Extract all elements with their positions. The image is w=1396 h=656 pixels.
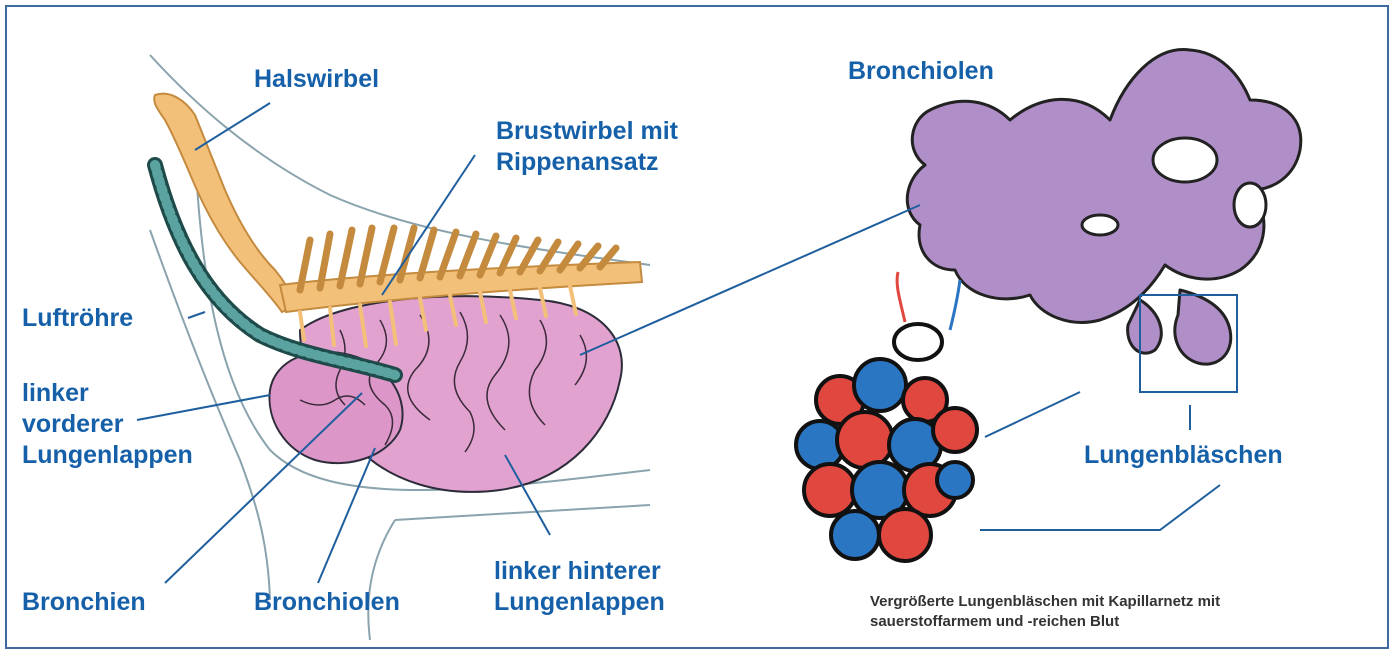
label-brustwirbel: Brustwirbel mit Rippenansatz (496, 116, 678, 178)
label-bronchien: Bronchien (22, 587, 146, 618)
label-linker-vorderer-lungenlappen: linker vorderer Lungenlappen (22, 378, 193, 471)
figure-caption-line2: sauerstoffarmem und -reichen Blut (870, 612, 1220, 632)
label-brustwirbel-line1: Brustwirbel mit (496, 116, 678, 147)
label-linker-vorderer-line2: vorderer (22, 409, 193, 440)
label-linker-hinterer-line1: linker hinterer (494, 556, 665, 587)
label-linker-hinterer-lungenlappen: linker hinterer Lungenlappen (494, 556, 665, 618)
label-linker-vorderer-line3: Lungenlappen (22, 440, 193, 471)
label-luftroehre: Luftröhre (22, 303, 133, 334)
label-bronchiolen-right: Bronchiolen (848, 56, 994, 87)
lung-lobes (269, 296, 621, 492)
figure-caption-line1: Vergrößerte Lungenbläschen mit Kapillarn… (870, 592, 1220, 612)
capillary-lines (897, 272, 960, 330)
label-linker-hinterer-line2: Lungenlappen (494, 587, 665, 618)
label-lungenblaeschen: Lungenbläschen (1084, 440, 1283, 471)
label-brustwirbel-line2: Rippenansatz (496, 147, 678, 178)
label-bronchiolen-left: Bronchiolen (254, 587, 400, 618)
label-linker-vorderer-line1: linker (22, 378, 193, 409)
figure-caption: Vergrößerte Lungenbläschen mit Kapillarn… (870, 592, 1220, 632)
alveoli-cluster (796, 324, 977, 561)
label-halswirbel: Halswirbel (254, 64, 379, 95)
